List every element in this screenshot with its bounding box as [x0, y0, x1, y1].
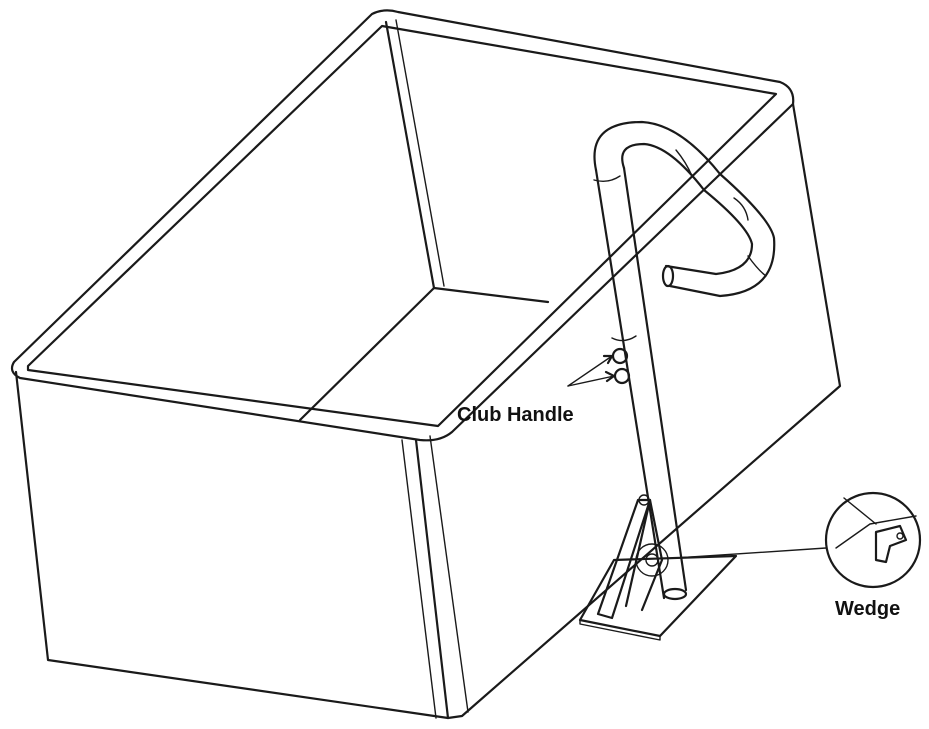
- bin-interior-floor-back: [432, 286, 550, 304]
- handle-bend-inner: [621, 142, 754, 276]
- wedge-label: Wedge: [835, 598, 901, 620]
- bin-front-face: [14, 370, 450, 720]
- wedge-detail: [675, 491, 922, 589]
- wedge-detail-plate: [835, 515, 917, 549]
- handle-joint-ring: [611, 335, 637, 342]
- wedge-detail-bolt: [896, 532, 904, 540]
- handle-bend-outer: [593, 120, 776, 298]
- handle-grip-end: [661, 264, 675, 288]
- wedge-leader-line: [675, 547, 827, 559]
- base-plate-outline: [578, 554, 738, 638]
- callout-arrow-upper: [567, 355, 613, 387]
- club-handle-callout: [567, 354, 616, 387]
- callout-arrowhead-lower: [604, 370, 616, 383]
- bin-right-face: [446, 102, 842, 720]
- handle-ring-2: [675, 149, 693, 177]
- bin-rim-inner: [26, 24, 778, 428]
- support-bracket: [596, 494, 669, 620]
- wedge-detail-wedge: [874, 524, 908, 564]
- bracket-wedge-circle: [635, 543, 669, 577]
- handle-shaft-left: [594, 168, 666, 600]
- club-handle-label: Club Handle: [457, 404, 574, 426]
- callout-arrow-lower: [567, 375, 615, 387]
- bin-right-corner-inner: [429, 435, 469, 713]
- bin-interior-floor-left: [298, 286, 436, 422]
- handle-knob-lower: [613, 367, 631, 385]
- callout-arrowhead-upper: [602, 354, 614, 365]
- bin-rim-outer: [10, 9, 795, 442]
- handle-ring-4: [747, 255, 767, 277]
- base-plate: [578, 554, 738, 641]
- club-handle: [593, 120, 776, 601]
- bin-front-edge-inner: [401, 439, 437, 719]
- container-bin: [10, 9, 842, 720]
- wedge-detail-edge: [843, 497, 877, 525]
- handle-ring-3: [733, 197, 749, 221]
- handle-shaft-end: [662, 587, 688, 601]
- handle-ring-1: [593, 175, 621, 183]
- wedge-detail-circle: [824, 491, 922, 589]
- bin-interior-back-edge-2: [395, 19, 445, 287]
- handle-shaft-right: [622, 166, 688, 592]
- bin-interior-back-edge: [384, 20, 436, 290]
- base-plate-edge: [579, 619, 661, 641]
